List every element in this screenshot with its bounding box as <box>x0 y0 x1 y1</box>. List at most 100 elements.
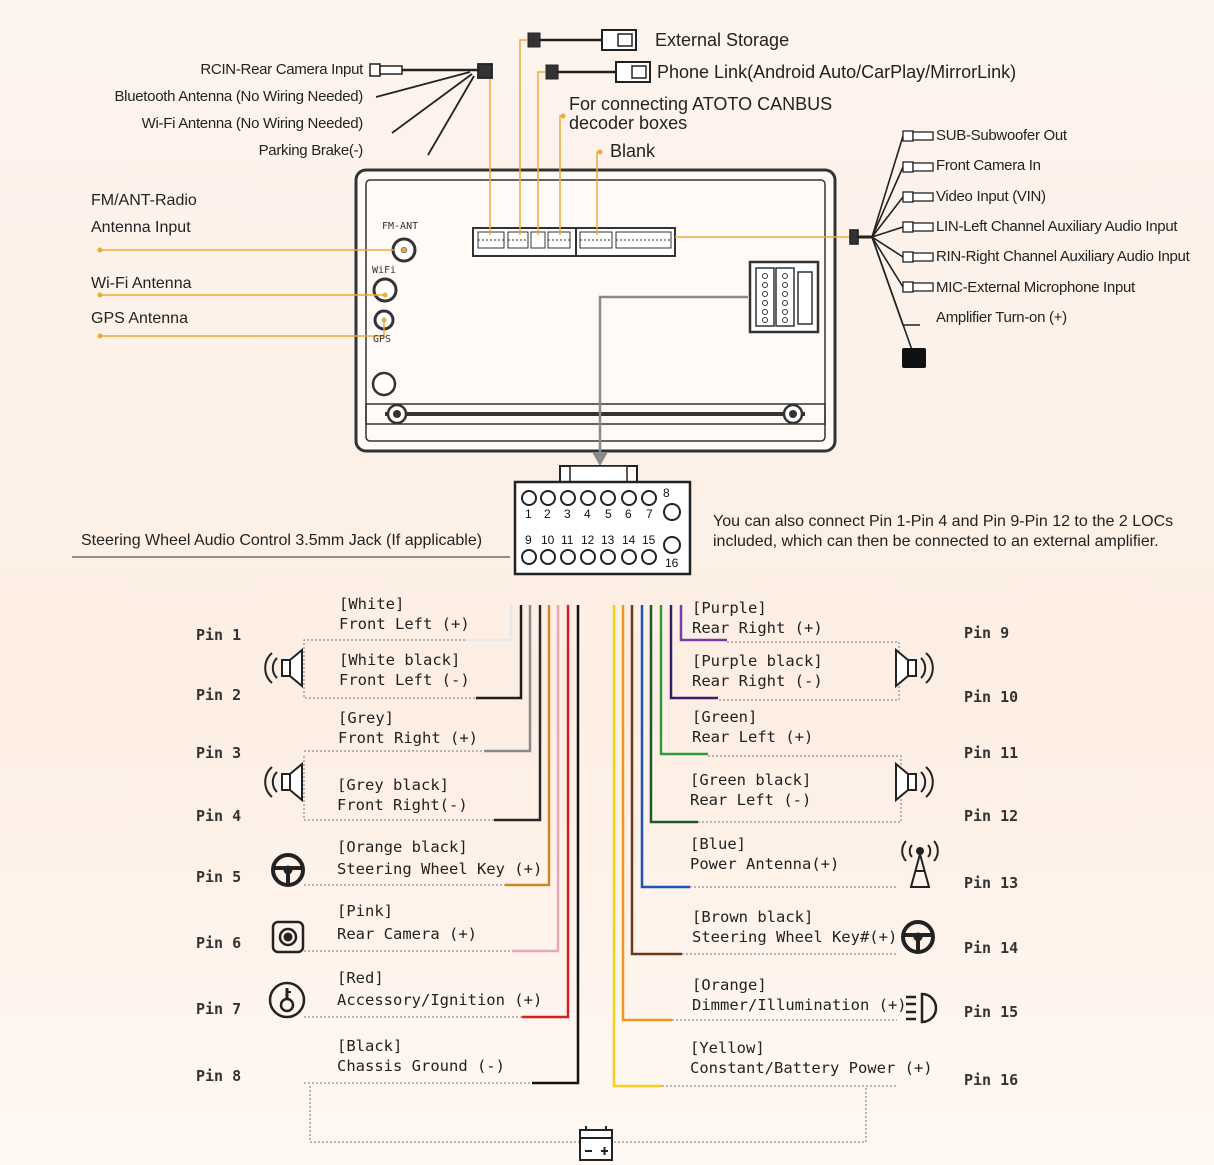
loc-note-line2: included, which can then be connected to… <box>713 533 1159 550</box>
steering-wheel-icon <box>901 920 935 954</box>
pin-label: Pin 15 <box>964 1003 1019 1021</box>
wire-color-label: [Orange black] <box>337 838 468 856</box>
wire-color-label: [Orange] <box>692 976 767 994</box>
gps-antenna-label: GPS Antenna <box>91 310 188 327</box>
pin-number: 12 <box>581 533 595 547</box>
wire-color-label: [Yellow] <box>690 1039 765 1057</box>
rcin-label: RCIN-Rear Camera Input <box>200 61 363 78</box>
speaker-icon <box>895 647 934 689</box>
pin-label: Pin 4 <box>196 807 242 825</box>
wire-color-label: [Brown black] <box>692 908 814 926</box>
wire-function-label: Rear Right (-) <box>692 672 823 690</box>
wire-function-label: Rear Right (+) <box>692 619 823 637</box>
fm-label-line1: FM/ANT-Radio <box>91 192 197 209</box>
camera-icon <box>271 920 305 954</box>
wire-grey-black <box>494 605 542 822</box>
pin-label: Pin 13 <box>964 874 1019 892</box>
wire-function-label: Front Right (+) <box>338 729 478 747</box>
wire-function-label: Accessory/Ignition (+) <box>337 991 543 1009</box>
right-output-label: RIN-Right Channel Auxiliary Audio Input <box>936 248 1190 265</box>
pin-label: Pin 6 <box>196 934 242 952</box>
wire-color-label: [White black] <box>339 651 461 669</box>
loc-note-line1: You can also connect Pin 1-Pin 4 and Pin… <box>713 513 1174 530</box>
rca-plug-rcin <box>369 63 403 77</box>
wire-function-label: Dimmer/Illumination (+) <box>692 996 907 1014</box>
top-left-bundle <box>375 63 493 156</box>
steering-jack-label: Steering Wheel Audio Control 3.5mm Jack … <box>81 532 483 549</box>
pin-label: Pin 14 <box>964 939 1019 957</box>
steering-wheel-icon <box>271 853 305 887</box>
right-output-label: LIN-Left Channel Auxiliary Audio Input <box>936 218 1178 235</box>
right-output-label: Front Camera In <box>936 157 1041 174</box>
wire-function-label: Chassis Ground (-) <box>337 1057 505 1075</box>
pin-number: 14 <box>622 533 636 547</box>
pin-label: Pin 8 <box>196 1067 242 1085</box>
wire-color-label: [White] <box>339 595 405 613</box>
pin-number: 5 <box>605 507 612 521</box>
left-harness-wires <box>465 605 580 1085</box>
right-rca-bundle <box>849 135 920 351</box>
wire-red <box>522 605 570 1019</box>
external-storage-label: External Storage <box>655 30 790 50</box>
wifi-antenna-label: Wi-Fi Antenna <box>91 275 192 292</box>
wire-color-label: [Grey black] <box>337 776 449 794</box>
wire-function-label: Front Left (+) <box>339 615 470 633</box>
pin-label: Pin 2 <box>196 686 242 704</box>
wire-color-label: [Green black] <box>690 771 812 789</box>
wire-black <box>532 605 580 1085</box>
antenna-icon <box>901 840 939 888</box>
speaker-icon <box>895 761 934 803</box>
head-unit <box>354 168 837 453</box>
rca-plugs-right <box>902 130 934 293</box>
iso-arrow <box>598 295 748 455</box>
phone-link-label: Phone Link(Android Auto/CarPlay/MirrorLi… <box>657 62 1017 82</box>
pin-number: 15 <box>642 533 656 547</box>
pin-number: 3 <box>564 507 571 521</box>
wire-white-black <box>476 605 523 700</box>
wire-grey <box>484 605 532 753</box>
canbus-label-line2: decoder boxes <box>569 113 688 133</box>
wire-brown-black <box>630 605 682 956</box>
right-output-label: MIC-External Microphone Input <box>936 279 1135 296</box>
wire-function-label: Constant/Battery Power (+) <box>690 1059 933 1077</box>
wire-function-label: Rear Left (+) <box>692 728 814 746</box>
wire-orange <box>621 605 672 1022</box>
left-input-leaders <box>100 249 394 337</box>
wire-function-label: Steering Wheel Key (+) <box>337 860 543 878</box>
wire-function-label: Rear Left (-) <box>690 791 812 809</box>
usb-plugs <box>527 29 651 83</box>
headlight-icon <box>906 992 938 1024</box>
wifi-port <box>372 277 398 303</box>
right-harness-wires <box>612 605 727 1088</box>
pin-number: 16 <box>665 556 679 570</box>
pin-number: 1 <box>525 507 532 521</box>
wire-function-label: Front Right(-) <box>337 796 468 814</box>
wire-color-label: [Grey] <box>338 709 394 727</box>
wire-function-label: Steering Wheel Key#(+) <box>692 928 898 946</box>
wire-yellow <box>612 605 662 1088</box>
wifi-antenna-nw-label: Wi-Fi Antenna (No Wiring Needed) <box>141 115 364 132</box>
wire-color-label: [Blue] <box>690 835 746 853</box>
right-output-label: Video Input (VIN) <box>936 188 1046 205</box>
pin-number: 13 <box>601 533 615 547</box>
canbus-label-line1: For connecting ATOTO CANBUS <box>569 94 833 114</box>
pin-label: Pin 12 <box>964 807 1019 825</box>
bt-antenna-label: Bluetooth Antenna (No Wiring Needed) <box>114 88 363 105</box>
pin-number: 10 <box>541 533 555 547</box>
fm-ant-port-label: FM-ANT <box>382 221 419 232</box>
pin-label: Pin 3 <box>196 744 242 762</box>
wire-green-black <box>649 605 698 824</box>
pin-number: 11 <box>561 533 574 547</box>
wire-color-label: [Purple black] <box>692 652 823 670</box>
pin-number: 6 <box>625 507 632 521</box>
sixteen-pin-connector <box>513 465 692 576</box>
pin-label: Pin 11 <box>964 744 1019 762</box>
speaker-icon <box>264 647 303 689</box>
wire-color-label: [Purple] <box>692 599 767 617</box>
pin-number: 8 <box>663 486 670 500</box>
wire-color-label: [Red] <box>337 969 384 987</box>
pin-label: Pin 16 <box>964 1071 1019 1089</box>
wifi-port-label: WiFi <box>372 265 397 276</box>
ignition-key-icon <box>268 981 306 1019</box>
